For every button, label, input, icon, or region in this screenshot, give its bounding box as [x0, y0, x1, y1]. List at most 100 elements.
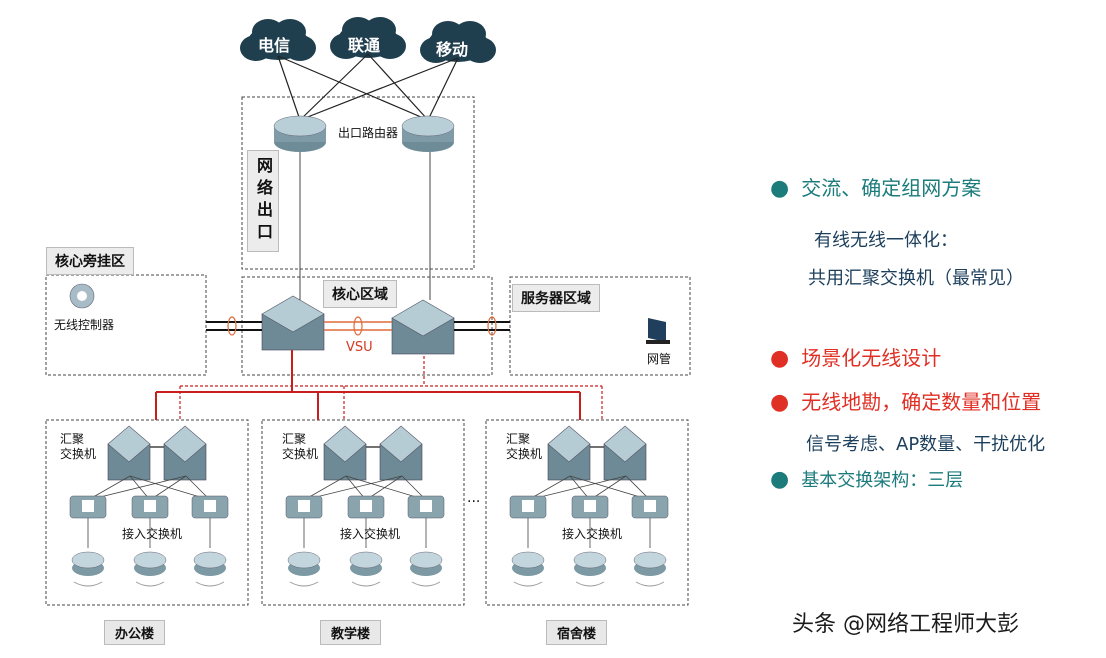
core-zone-box — [241, 276, 493, 376]
cloud-label-unicom: 联通 — [348, 36, 381, 55]
access-switch-icon — [584, 500, 596, 512]
aggregation-switch-icon — [603, 425, 647, 463]
wireless-controller-label: 无线控制器 — [54, 318, 115, 332]
access-point-icon — [287, 551, 321, 569]
cloud-label-telecom: 电信 — [258, 36, 291, 55]
access-switch-icon — [420, 500, 432, 512]
cloud-telecom-icon — [252, 19, 284, 45]
cloud-unicom-icon — [342, 17, 374, 43]
more-buildings-ellipsis: ... — [467, 490, 481, 506]
access-point-icon — [349, 551, 383, 569]
access-switch-label: 接入交换机 — [562, 527, 623, 541]
watermark: 头条 @网络工程师大彭 — [792, 612, 1019, 637]
dormitory-building-box — [485, 419, 689, 606]
access-switch-icon — [82, 500, 94, 512]
side-zone-title: 核心旁挂区 — [46, 247, 134, 275]
access-point-icon — [133, 551, 167, 569]
note-point-1-text: 交流、确定组网方案 — [801, 176, 982, 200]
wifi-signal-icon — [351, 581, 381, 587]
wan-link — [277, 55, 429, 121]
wifi-signal-icon — [635, 581, 665, 587]
wifi-signal-icon — [73, 581, 103, 587]
network-manager-icon — [648, 318, 666, 342]
aggregation-switch-icon — [547, 425, 591, 463]
bullet-dot-icon: ● — [770, 346, 790, 371]
router-icon — [273, 115, 327, 137]
access-switch-icon — [204, 500, 216, 512]
note-point-1: ● 交流、确定组网方案 — [770, 172, 981, 201]
server-zone-title: 服务器区域 — [512, 284, 600, 312]
office-building-box — [45, 419, 249, 606]
note-point-3-text: 无线地勘，确定数量和位置 — [801, 390, 1042, 414]
core-zone-title: 核心区域 — [323, 280, 397, 308]
nms-label: 网管 — [647, 352, 672, 366]
wan-link — [299, 57, 459, 121]
note-point-1-sub-1: 有线无线一体化： — [814, 230, 958, 251]
vsu-ring — [353, 316, 363, 336]
access-point-icon — [633, 551, 667, 569]
cloud-mobile-icon — [432, 21, 464, 47]
aggregation-switch-icon — [163, 425, 207, 463]
wifi-signal-icon — [575, 581, 605, 587]
wan-link — [427, 57, 459, 121]
wifi-signal-icon — [513, 581, 543, 587]
bullet-dot-icon: ● — [770, 390, 790, 415]
access-switch-icon — [522, 500, 534, 512]
note-point-4-text: 基本交换架构：三层 — [801, 470, 964, 491]
wifi-signal-icon — [135, 581, 165, 587]
access-switch-icon — [144, 500, 156, 512]
agg-switch-label: 汇聚 交换机 — [506, 432, 543, 461]
access-switch-label: 接入交换机 — [122, 527, 183, 541]
agg-switch-label: 汇聚 交换机 — [60, 432, 97, 461]
wifi-signal-icon — [195, 581, 225, 587]
teaching-building-box — [261, 419, 465, 606]
access-switch-icon — [644, 500, 656, 512]
access-switch-icon — [360, 500, 372, 512]
agg-switch-label: 汇聚 交换机 — [282, 432, 319, 461]
cloud-label-mobile: 移动 — [436, 40, 469, 59]
access-point-icon — [511, 551, 545, 569]
server-zone-box — [509, 276, 691, 376]
access-switch-label: 接入交换机 — [340, 527, 401, 541]
vsu-label: VSU — [346, 340, 373, 355]
aggregation-switch-icon — [323, 425, 367, 463]
router-icon — [401, 115, 455, 137]
building-label-office: 办公楼 — [104, 620, 166, 645]
access-point-icon — [573, 551, 607, 569]
wan-link — [367, 53, 429, 121]
note-point-3: ● 无线地勘，确定数量和位置 — [770, 386, 1041, 415]
note-point-2: ● 场景化无线设计 — [770, 342, 941, 371]
aggregation-switch-icon — [107, 425, 151, 463]
cloud-mobile-icon — [454, 21, 486, 47]
access-point-icon — [71, 551, 105, 569]
core-switch-icon — [261, 295, 325, 333]
network-manager-icon — [646, 340, 670, 344]
wifi-signal-icon — [289, 581, 319, 587]
bullet-dot-icon: ● — [770, 176, 790, 201]
link-ring — [227, 316, 237, 336]
note-point-4: ● 基本交换架构：三层 — [770, 466, 963, 492]
exit-zone-title: 网络出口 — [247, 150, 279, 252]
side-zone-box — [45, 274, 207, 376]
wifi-signal-icon — [411, 581, 441, 587]
note-point-1-sub-2: 共用汇聚交换机（最常见） — [808, 268, 1024, 289]
access-switch-icon — [298, 500, 310, 512]
wan-link — [299, 53, 369, 121]
wireless-controller-icon — [77, 291, 87, 301]
access-point-icon — [193, 551, 227, 569]
cloud-unicom-icon — [364, 17, 396, 43]
exit-router-label: 出口路由器 — [338, 126, 399, 140]
core-switch-icon — [391, 299, 455, 337]
note-point-3-sub: 信号考虑、AP数量、干扰优化 — [806, 434, 1046, 455]
note-point-2-text: 场景化无线设计 — [801, 346, 942, 370]
access-point-icon — [409, 551, 443, 569]
bullet-dot-icon: ● — [770, 467, 790, 492]
building-label-dormitory: 宿舍楼 — [546, 620, 608, 645]
cloud-telecom-icon — [274, 19, 306, 45]
building-label-teaching: 教学楼 — [320, 620, 382, 645]
wan-link — [277, 55, 301, 121]
link-ring — [487, 316, 497, 336]
aggregation-switch-icon — [379, 425, 423, 463]
